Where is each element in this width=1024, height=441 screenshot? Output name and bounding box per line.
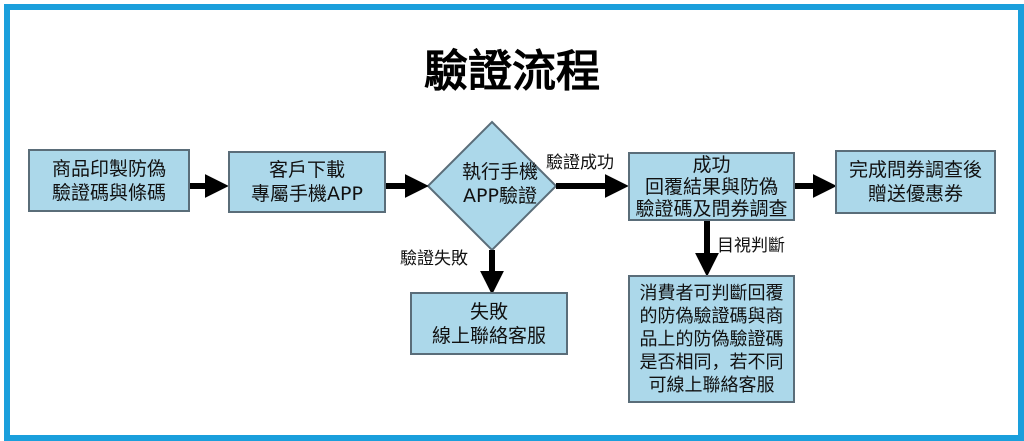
diagram-title: 驗證流程 <box>424 46 600 97</box>
edge-label-success: 驗證成功 <box>546 153 614 173</box>
node-verify-label: 執行手機 APP驗證 <box>430 160 570 208</box>
node-print-barcode: 商品印製防偽 驗證碼與條碼 <box>28 149 190 212</box>
node-success-line-3: 驗證碼及問券調查 <box>635 197 788 220</box>
edge-label-fail: 驗證失敗 <box>400 249 468 269</box>
node-visual-check: 消費者可判斷回覆 的防偽驗證碼與商 品上的防偽驗證碼 是否相同，若不同 可線上聯… <box>628 275 795 403</box>
node-verify-line-2: APP驗證 <box>463 185 537 207</box>
node-fail-line-1: 失敗 <box>469 300 508 323</box>
node-visual-line-3: 品上的防偽驗證碼 <box>639 328 784 350</box>
node-fail-line-2: 線上聯絡客服 <box>431 324 546 347</box>
node-download-app: 客戶下載 專屬手機APP <box>228 151 386 213</box>
node-visual-line-5: 可線上聯絡客服 <box>648 374 775 396</box>
node-download-line-2: 專屬手機APP <box>251 183 363 205</box>
node-gift-line-1: 完成問券調查後 <box>848 159 982 181</box>
node-visual-line-1: 消費者可判斷回覆 <box>639 282 784 304</box>
node-fail-contact: 失敗 線上聯絡客服 <box>410 292 568 355</box>
node-success-line-1: 成功 <box>692 153 731 176</box>
edge-label-visual: 目視判斷 <box>717 236 785 256</box>
node-gift-line-2: 贈送優惠券 <box>867 183 963 205</box>
node-print-line-1: 商品印製防偽 <box>51 157 166 180</box>
node-gift-coupon: 完成問券調查後 贈送優惠券 <box>835 150 996 214</box>
node-download-line-1: 客戶下載 <box>268 159 345 181</box>
node-verify-line-1: 執行手機 <box>461 161 538 183</box>
node-visual-line-2: 的防偽驗證碼與商 <box>639 305 784 327</box>
node-success-line-2: 回覆結果與防偽 <box>644 175 778 198</box>
node-print-line-2: 驗證碼與條碼 <box>51 181 166 204</box>
node-visual-line-4: 是否相同，若不同 <box>639 351 784 373</box>
node-success: 成功 回覆結果與防偽 驗證碼及問券調查 <box>628 152 795 221</box>
